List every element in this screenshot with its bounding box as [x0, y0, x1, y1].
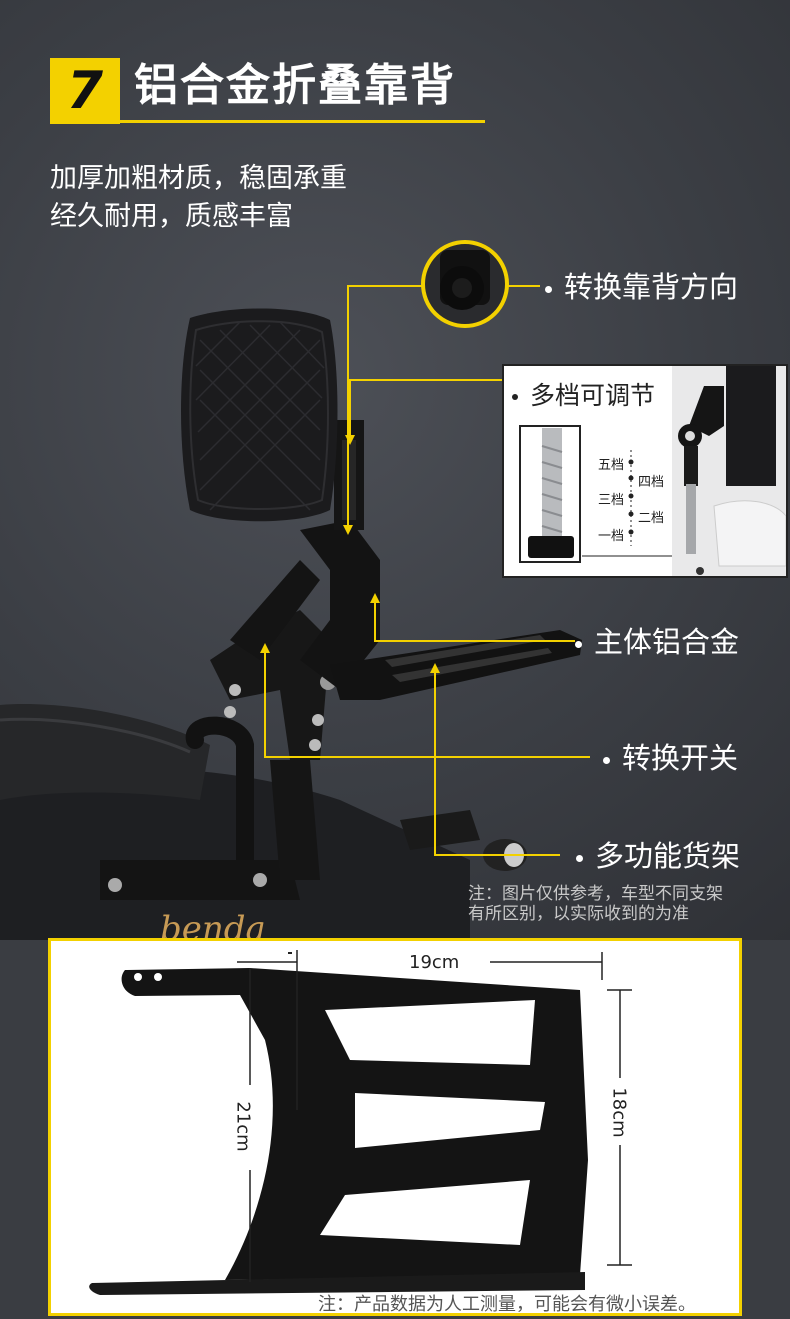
dimension-height: 18cm	[608, 1087, 630, 1138]
bullet-dot	[603, 756, 610, 764]
photo-note-line-2: 有所区别，以实际收到的为准	[468, 904, 689, 924]
gear-diagram	[519, 366, 786, 576]
photo-note: 注：图片仅供参考，车型不同支架 有所区别，以实际收到的为准	[468, 884, 768, 924]
callout-main-body-text: 主体铝合金	[594, 625, 740, 659]
measurement-note: 注：产品数据为人工测量，可能会有微小误差。	[318, 1294, 696, 1315]
dimension-length: 21cm	[232, 1101, 254, 1152]
photo-note-line-1: 注：图片仅供参考，车型不同支架	[468, 884, 723, 904]
callout-rotate-backrest: 转换靠背方向	[545, 269, 738, 305]
gear-label-3: 三档	[598, 493, 625, 508]
description-line-1: 加厚加粗材质，稳固承重	[50, 163, 347, 194]
section-number: 7	[50, 58, 120, 124]
dimension-width: 19cm	[409, 952, 460, 973]
bullet-dot	[545, 285, 552, 293]
callout-rack: 多功能货架	[576, 838, 740, 874]
callout-rack-text: 多功能货架	[595, 839, 741, 873]
inset-title: 多档可调节	[512, 376, 655, 412]
description-line-2: 经久耐用，质感丰富	[50, 201, 293, 232]
callout-switch: 转换开关	[603, 740, 738, 776]
bullet-dot	[512, 394, 518, 400]
brand-decal: benda	[160, 909, 266, 940]
title-underline	[120, 120, 485, 123]
bullet-dot	[576, 854, 583, 862]
bullet-dot	[575, 640, 582, 648]
callout-rotate-backrest-text: 转换靠背方向	[564, 270, 739, 304]
gear-label-4: 四档	[638, 475, 665, 490]
callout-main-body: 主体铝合金	[575, 624, 739, 660]
inset-title-text: 多档可调节	[530, 381, 656, 410]
gear-label-1: 一档	[598, 529, 625, 544]
section-title: 铝合金折叠靠背	[134, 60, 456, 111]
callout-switch-text: 转换开关	[622, 741, 739, 775]
gear-label-5: 五档	[598, 458, 625, 473]
backrest-photo: benda	[0, 308, 582, 940]
callout-lines	[260, 240, 590, 856]
gear-label-2: 二档	[638, 511, 665, 526]
adjustment-inset: 多档可调节 五档	[502, 364, 788, 578]
